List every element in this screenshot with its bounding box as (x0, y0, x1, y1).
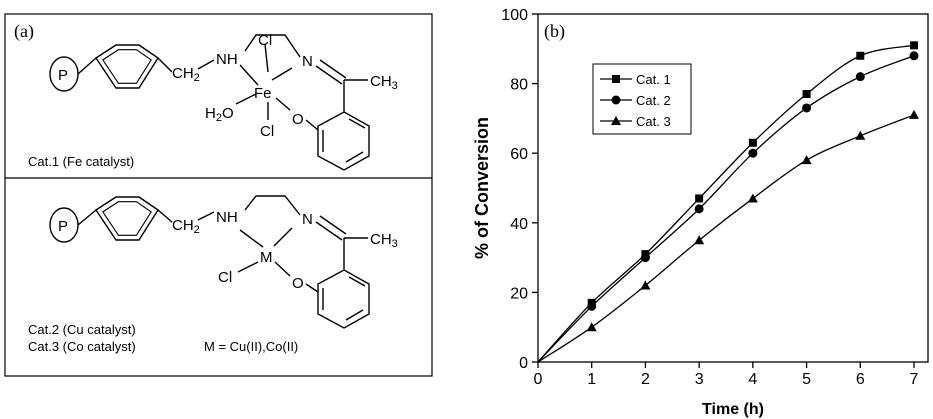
ch3-label: CH3 (370, 73, 398, 92)
x-tick-label: 1 (587, 371, 596, 388)
series-2 (537, 51, 919, 363)
series-layer (537, 41, 919, 363)
legend-marker (611, 116, 621, 125)
x-tick-label: 0 (534, 371, 543, 388)
legend-box (592, 63, 692, 135)
data-point (694, 204, 704, 214)
polymer-p-label: P (58, 218, 68, 235)
legend-label: Cat. 3 (636, 114, 671, 129)
cat23-labels: P CH2 NH M N CH3 Cl O Cat.2 (Cu catalyst… (28, 209, 398, 354)
o-label: O (292, 111, 304, 128)
cat2-caption: Cat.2 (Cu catalyst) (28, 322, 136, 337)
x-tick-label: 2 (641, 371, 650, 388)
n-label: N (302, 211, 313, 228)
x-tick-label: 7 (910, 371, 919, 388)
ch2-label: CH2 (172, 65, 200, 84)
metal-note: M = Cu(II),Co(II) (204, 339, 298, 354)
cat1-structure (49, 34, 370, 171)
x-tick-label: 3 (695, 371, 704, 388)
y-tick-label: 20 (510, 285, 528, 302)
data-point (802, 90, 811, 99)
nh-label: NH (216, 51, 238, 68)
y-axis-label: % of Conversion (472, 117, 492, 259)
x-axis-label: Time (h) (702, 401, 764, 418)
cl-bottom-label: Cl (260, 123, 274, 140)
cat1-caption: Cat.1 (Fe catalyst) (28, 154, 134, 169)
phenol-ring (317, 111, 370, 171)
cl-top-label: Cl (258, 32, 272, 49)
benzene-ring (95, 44, 159, 89)
data-point (640, 280, 651, 290)
data-point (802, 103, 812, 113)
x-tick-label: 5 (802, 371, 811, 388)
data-point (587, 301, 597, 311)
catalyst-structures-panel: (a) P CH2 NH Cl Fe N CH3 H2O Cl O (4, 13, 433, 377)
data-point (748, 148, 758, 158)
data-point (640, 253, 650, 263)
data-point (694, 235, 705, 245)
data-point (801, 155, 812, 165)
structures-frame (4, 13, 433, 377)
cat3-caption: Cat.3 (Co catalyst) (28, 339, 136, 354)
panel-b-label: (b) (544, 21, 565, 42)
data-point (910, 41, 918, 50)
legend-marker (611, 95, 621, 105)
ch2-label: CH2 (172, 217, 200, 236)
ch3-label: CH3 (370, 231, 398, 250)
benzene-ring (95, 196, 159, 241)
legend-label: Cat. 2 (636, 93, 671, 108)
data-point (748, 138, 757, 147)
data-point (856, 51, 865, 60)
cat1-labels: P CH2 NH Cl Fe N CH3 H2O Cl O Cat.1 (Fe … (28, 32, 398, 169)
y-tick-label: 40 (510, 216, 528, 233)
x-tick-label: 6 (856, 371, 865, 388)
series-3 (537, 109, 919, 363)
y-tick-label: 0 (519, 355, 528, 372)
m-label: M (260, 249, 273, 266)
data-point (909, 109, 919, 119)
y-tick-label: 80 (510, 77, 528, 94)
fe-label: Fe (254, 85, 272, 102)
n-label: N (302, 53, 313, 70)
data-point (586, 322, 597, 332)
data-point (909, 51, 919, 61)
axis-ticks: 0 1 2 3 4 5 6 7 0 20 40 60 80 100 (501, 7, 918, 388)
y-tick-label: 60 (510, 146, 528, 163)
legend-marker (612, 75, 620, 83)
plot-frame (537, 13, 929, 363)
h2o-label: H2O (205, 105, 234, 124)
nh-label: NH (216, 209, 238, 226)
legend-label: Cat. 1 (636, 72, 671, 87)
series-line (537, 114, 915, 363)
data-point (695, 194, 704, 203)
legend: Cat. 1 Cat. 2 Cat. 3 (592, 63, 692, 135)
y-tick-label: 100 (501, 7, 528, 24)
x-tick-label: 4 (748, 371, 757, 388)
data-point (855, 130, 866, 140)
cat23-structure (49, 195, 370, 329)
polymer-p-label: P (58, 67, 68, 84)
phenol-ring (317, 269, 370, 329)
data-point (855, 72, 865, 82)
panel-a-label: (a) (14, 21, 34, 42)
data-point (747, 193, 758, 203)
cl-label: Cl (218, 269, 232, 286)
o-label: O (292, 275, 304, 292)
